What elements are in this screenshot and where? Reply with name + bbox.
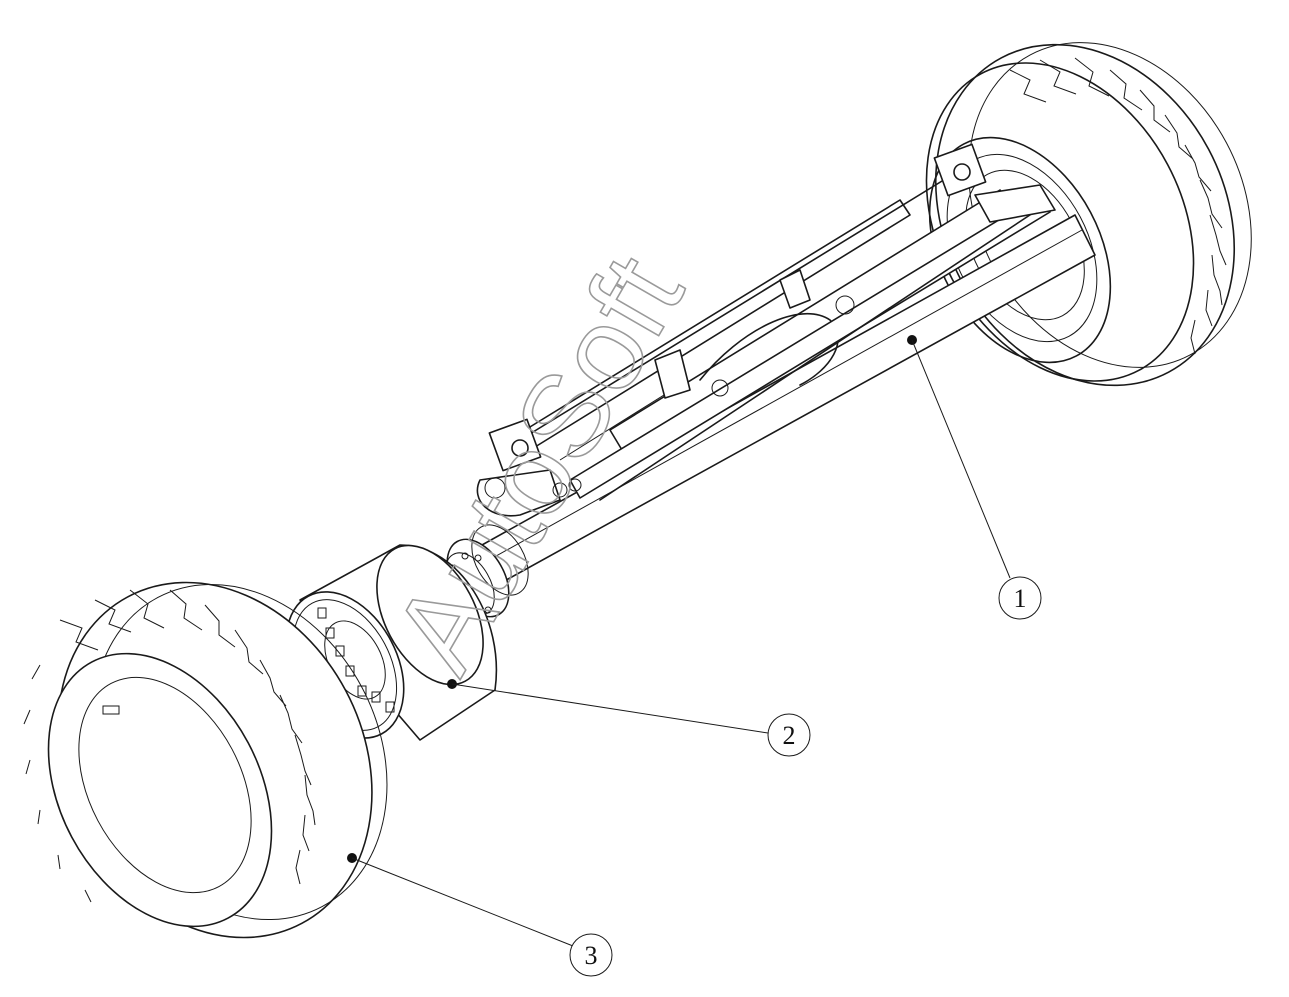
callout-2: 2 [447,679,811,757]
right-wheel [925,42,1252,387]
callout-1: 1 [907,335,1042,620]
callout-2-label: 2 [783,721,796,750]
callout-1-label: 1 [1014,584,1027,613]
wheel-rim [285,544,498,741]
callout-3: 3 [347,853,613,977]
tire [23,581,388,939]
callout-3-label: 3 [585,941,598,970]
